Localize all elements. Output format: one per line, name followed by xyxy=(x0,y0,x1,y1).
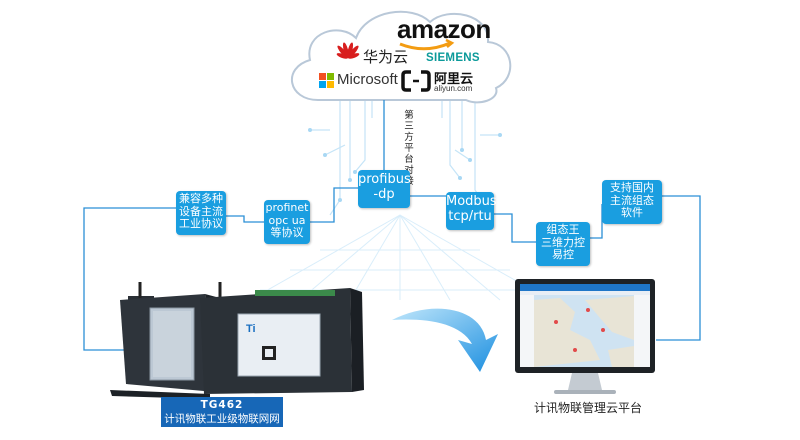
node-modbus-line-1: Modbus xyxy=(446,194,497,209)
node-compat-protocols[interactable]: 兼容多种 设备主流 工业协议 xyxy=(176,191,226,235)
flow-arrow-icon xyxy=(392,308,498,372)
node-profinet[interactable]: profinet opc ua 等协议 xyxy=(264,200,310,244)
node-support-line-1: 支持国内 xyxy=(610,181,654,194)
microsoft-logo-text: Microsoft xyxy=(337,71,398,88)
device-name: 计讯物联工业级物联网网关 xyxy=(164,413,280,439)
aliyun-logo-text: 阿里云 xyxy=(434,72,474,87)
node-modbus[interactable]: Modbus tcp/rtu xyxy=(446,192,497,230)
node-profibus-line-1: profibus xyxy=(358,172,411,187)
node-profinet-line-2: opc ua xyxy=(268,213,306,227)
gateway-device: Ti xyxy=(110,282,364,399)
node-modbus-line-2: tcp/rtu xyxy=(448,208,492,224)
aliyun-domain-text: aliyun.com xyxy=(434,84,473,93)
node-support-line-3: 软件 xyxy=(621,206,643,220)
svg-text:Ti: Ti xyxy=(246,323,256,335)
node-compat-line-1: 兼容多种 xyxy=(179,192,223,205)
node-compat-line-3: 工业协议 xyxy=(179,217,223,231)
device-label: TG462 计讯物联工业级物联网网关 xyxy=(161,397,283,439)
siemens-logo: SIEMENS xyxy=(426,52,480,64)
device-model: TG462 xyxy=(200,399,244,411)
monitor-caption: 计讯物联管理云平台 xyxy=(533,401,642,415)
node-profinet-line-3: 等协议 xyxy=(270,226,304,240)
node-support-line-2: 主流组态 xyxy=(610,193,654,207)
node-compat-line-2: 设备主流 xyxy=(179,204,223,218)
node-zutai[interactable]: 组态王 三维力控 易控 xyxy=(536,222,590,266)
monitor xyxy=(515,279,655,394)
node-profibus-line-2: -dp xyxy=(373,186,395,202)
aliyun-logo-icon xyxy=(401,70,431,92)
node-profinet-line-1: profinet xyxy=(265,201,309,214)
node-zutai-line-3: 易控 xyxy=(552,248,574,262)
node-zutai-line-2: 三维力控 xyxy=(541,235,585,249)
amazon-smile-icon xyxy=(399,41,451,51)
node-profibus[interactable]: profibus -dp xyxy=(358,170,411,208)
node-support-software[interactable]: 支持国内 主流组态 软件 xyxy=(602,180,662,224)
huawei-logo xyxy=(336,42,360,59)
amazon-logo: amazon xyxy=(397,14,491,44)
microsoft-logo-icon xyxy=(319,73,334,88)
amazon-arrow-icon xyxy=(445,38,455,48)
huawei-cloud-logo-text: 华为云 xyxy=(363,48,409,66)
node-zutai-line-1: 组态王 xyxy=(546,223,580,236)
cloud-shape xyxy=(291,10,512,104)
